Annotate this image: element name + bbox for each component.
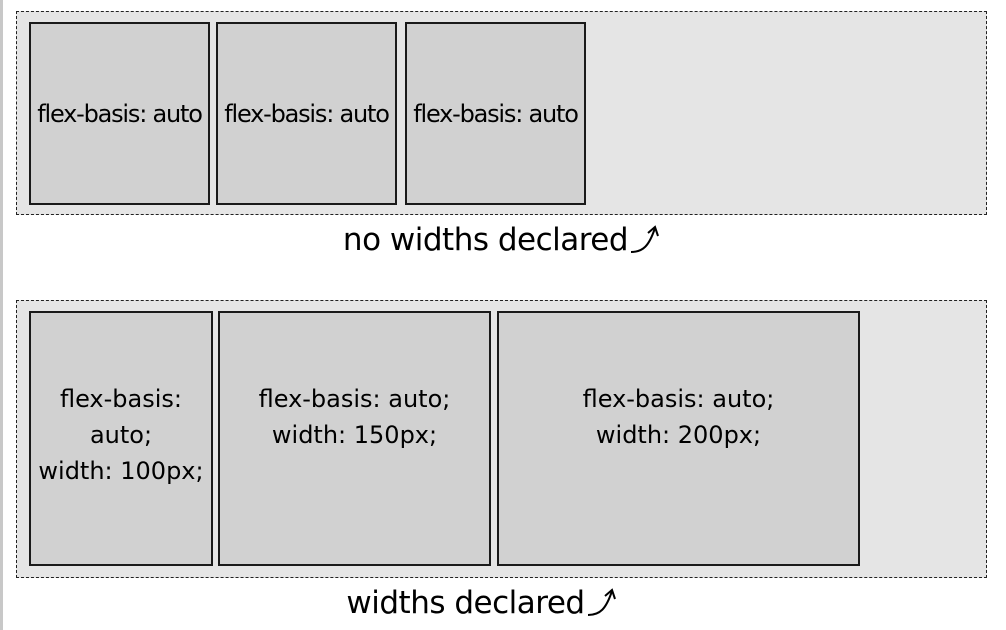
flex-item-label: flex-basis: auto bbox=[224, 99, 390, 128]
flex-item-line: flex-basis: auto; bbox=[582, 385, 775, 413]
flex-item-1: flex-basis: auto; width: 100px; bbox=[29, 311, 213, 566]
caption-text: no widths declared bbox=[342, 222, 629, 258]
caption-no-widths: no widths declared bbox=[0, 222, 1006, 258]
flex-item-line: width: 100px; bbox=[38, 457, 204, 485]
flex-item-line: width: 200px; bbox=[595, 421, 762, 449]
flex-item-3: flex-basis: auto bbox=[405, 22, 586, 205]
curved-arrow-icon bbox=[631, 225, 660, 253]
flex-item-line: width: 150px; bbox=[271, 421, 438, 449]
flex-item-line: flex-basis: bbox=[59, 385, 182, 413]
flex-item-label: flex-basis: auto bbox=[413, 99, 579, 128]
flex-item-2: flex-basis: auto; width: 150px; bbox=[218, 311, 491, 566]
flex-item-line: flex-basis: auto; bbox=[258, 385, 451, 413]
left-edge-divider bbox=[0, 0, 3, 630]
flex-item-3: flex-basis: auto; width: 200px; bbox=[497, 311, 860, 566]
flex-item-2: flex-basis: auto bbox=[216, 22, 397, 205]
flex-item-1: flex-basis: auto bbox=[29, 22, 210, 205]
caption-text: widths declared bbox=[346, 585, 585, 621]
flex-item-line: auto; bbox=[89, 421, 153, 449]
flex-container-widths: flex-basis: auto; width: 100px; flex-bas… bbox=[16, 300, 987, 578]
curved-arrow-icon bbox=[587, 588, 616, 616]
caption-widths: widths declared bbox=[0, 585, 986, 621]
flex-container-no-widths: flex-basis: auto flex-basis: auto flex-b… bbox=[16, 11, 987, 215]
flex-item-label: flex-basis: auto bbox=[37, 99, 203, 128]
